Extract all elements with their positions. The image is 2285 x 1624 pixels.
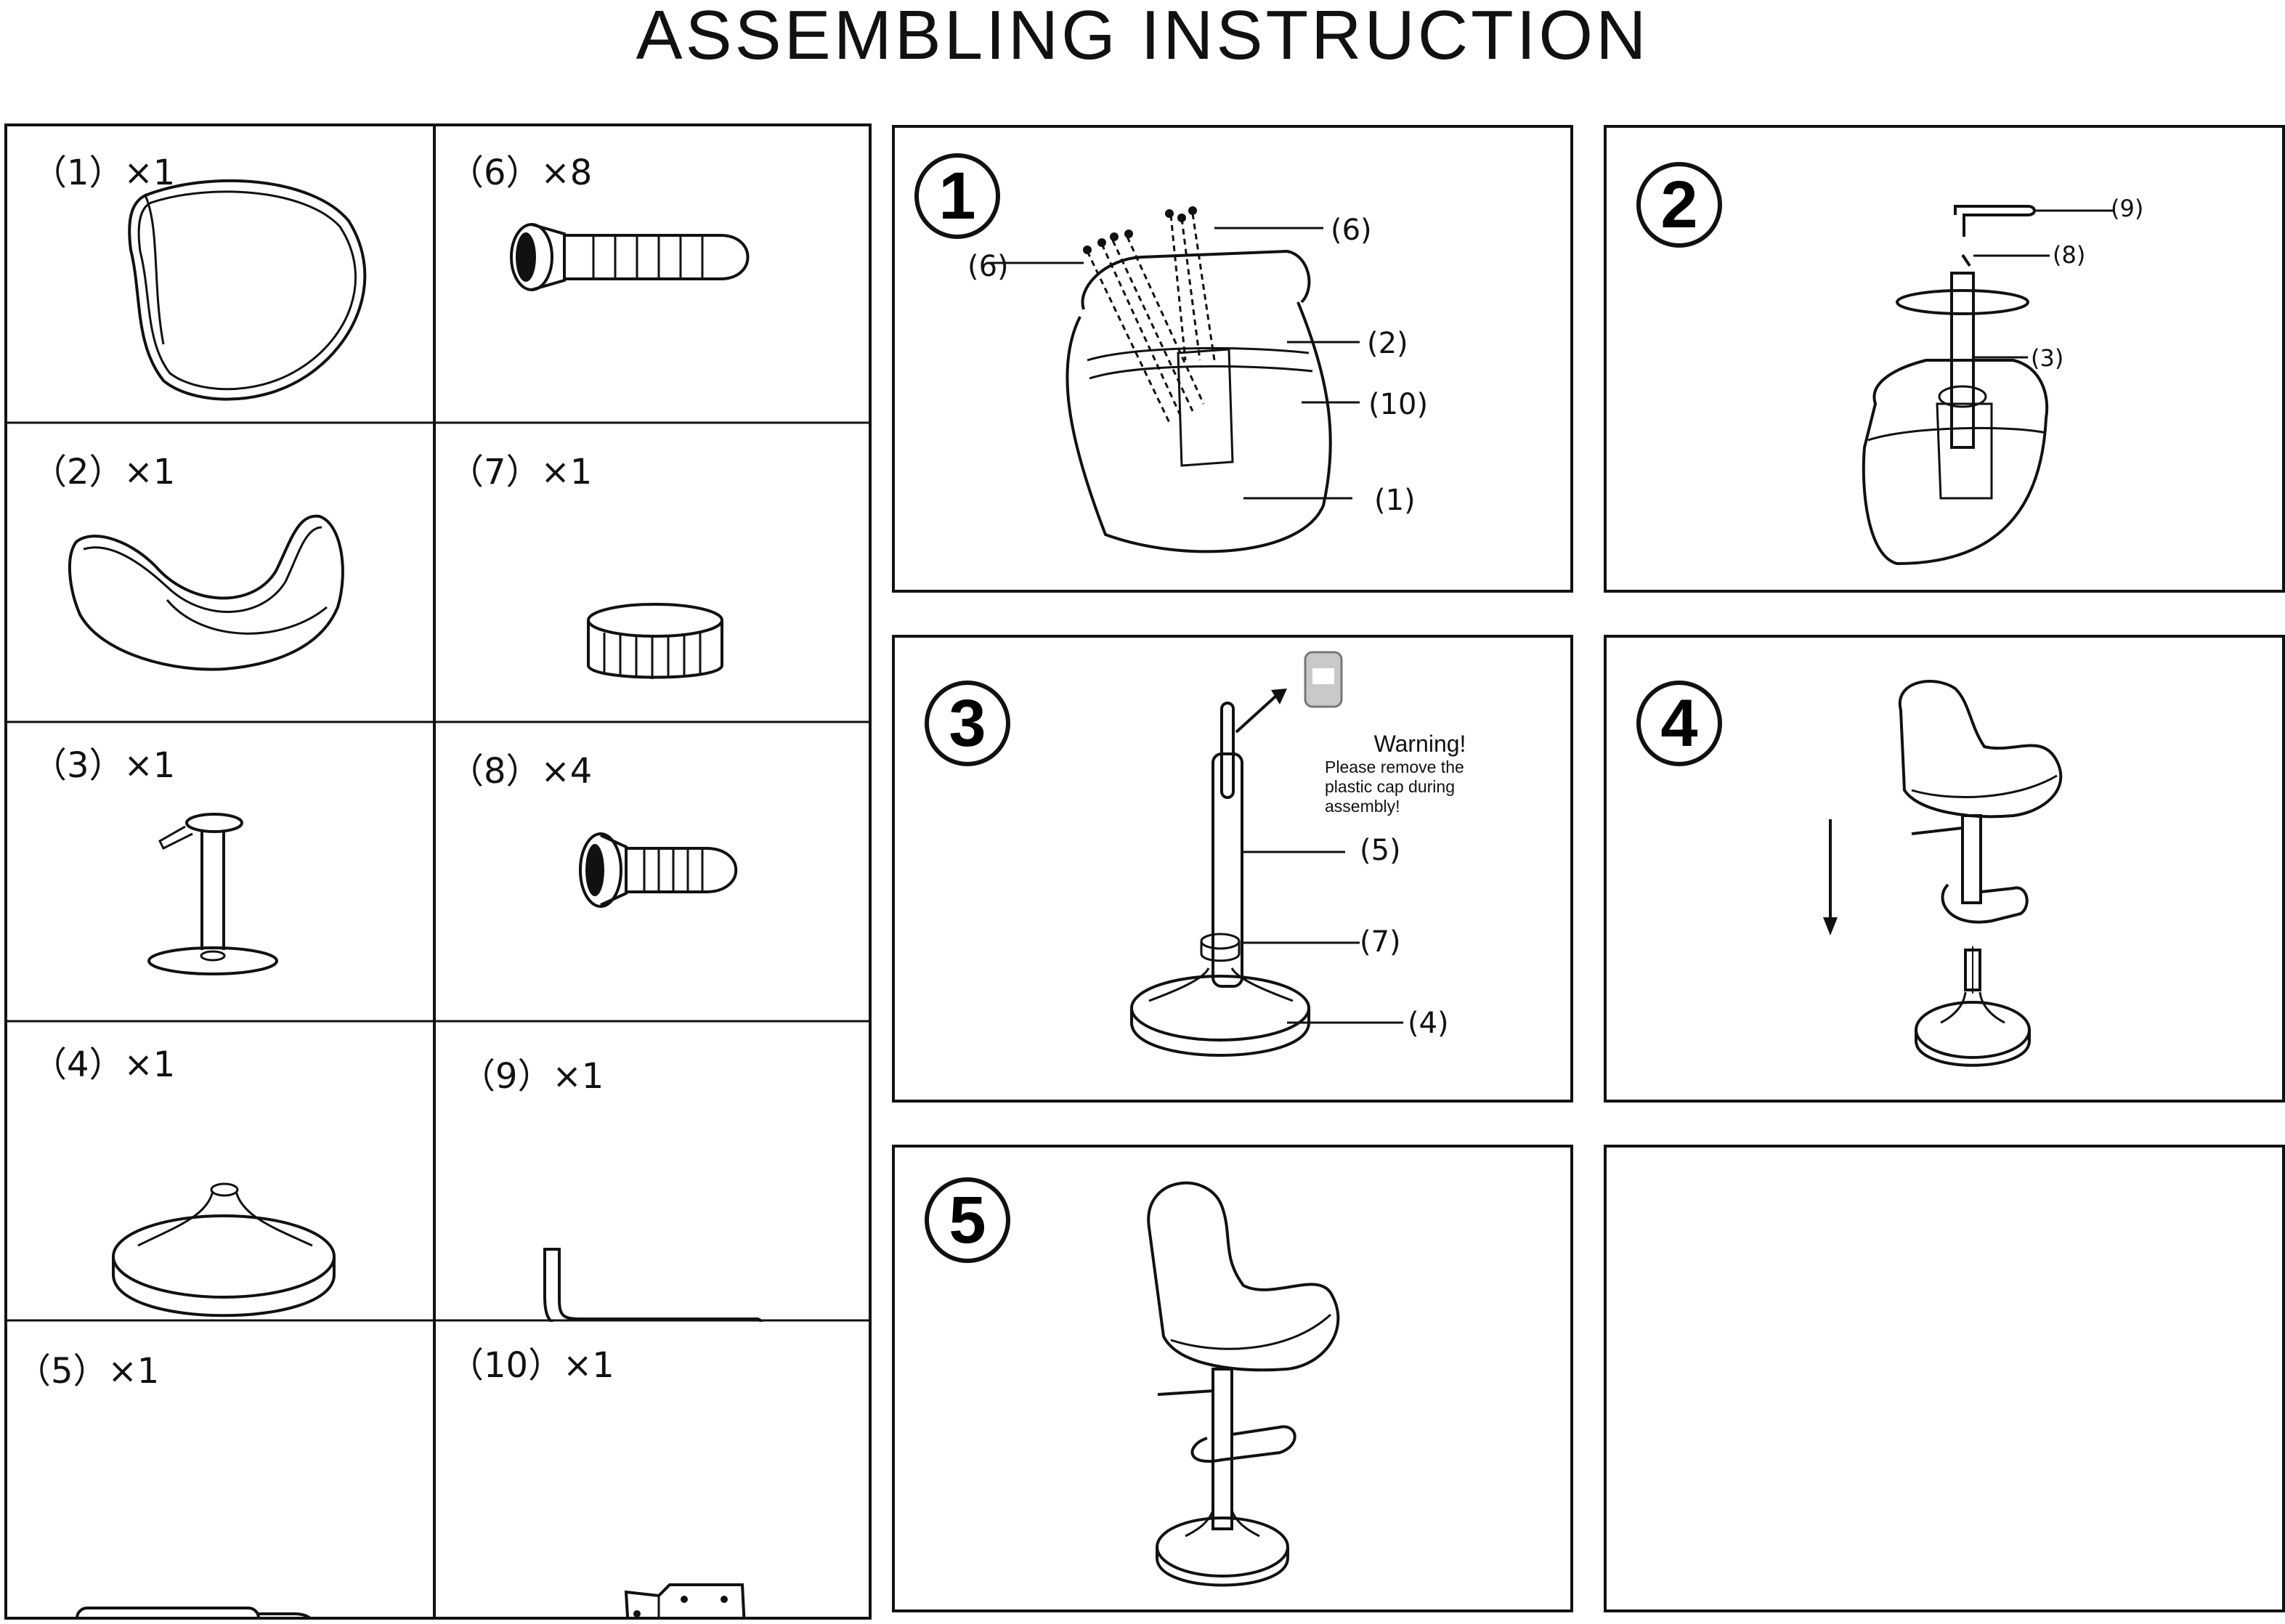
step-3-diagram: 3 (925, 651, 1403, 1057)
part-8: （8）×4 (437, 725, 872, 1023)
allen-key-icon (543, 1248, 763, 1322)
part-1: （1）×1 (7, 126, 434, 424)
plastic-cap-icon (587, 603, 723, 679)
part-5: （5）×1 (7, 1323, 434, 1620)
parts-grid-lines (4, 123, 872, 1620)
part-label: （10）×1 (449, 1345, 614, 1386)
callout-label: (4) (1408, 1007, 1449, 1040)
page-title: ASSEMBLING INSTRUCTION (636, 0, 1649, 74)
part-2: （2）×1 (7, 426, 434, 723)
step-1-panel: 1 (6) (6) (2) (10) (1) (892, 125, 1573, 593)
round-base-icon (112, 1182, 336, 1318)
part-label: （2）×1 (32, 452, 176, 492)
step-number: 2 (1660, 168, 1697, 242)
seat-shell-icon (128, 179, 367, 401)
step-4-diagram: 4 (1636, 680, 2063, 1067)
screw-short-icon (579, 832, 738, 908)
part-10: （10）×1 (437, 1323, 872, 1620)
step-4-panel: 4 (1604, 635, 2285, 1103)
seat-cushion-icon (68, 514, 344, 671)
step-3-panel: 3 Warning! Please remove the plastic cap… (892, 635, 1573, 1103)
step-number: 1 (938, 159, 975, 233)
warning-title: Warning! (1373, 731, 1466, 757)
callout-label: (10) (1368, 388, 1429, 421)
callout-label: (8) (2053, 241, 2086, 269)
callout-label: (2) (1367, 327, 1408, 360)
seat-mechanism-icon (147, 813, 278, 975)
step-1-diagram: 1 (914, 153, 1360, 553)
step-5-panel: 5 (892, 1145, 1573, 1612)
step-5-diagram: 5 (925, 1177, 1340, 1587)
step-2-diagram: 2 (1636, 162, 2115, 566)
step-2-panel: 2 (9) (8) (3) (1604, 125, 2285, 593)
part-label: （1）×1 (32, 153, 176, 193)
part-4: （4）×1 (7, 1024, 434, 1322)
part-7: （7）×1 (437, 426, 872, 723)
part-label: （9）×1 (460, 1056, 604, 1097)
step-number: 4 (1660, 686, 1697, 760)
callout-label: (6) (1331, 214, 1372, 247)
part-label: （6）×8 (449, 153, 593, 193)
part-label: （8）×4 (449, 751, 593, 792)
callout-label: (9) (2111, 195, 2144, 222)
empty-panel (1604, 1145, 2285, 1612)
screw-long-icon (510, 223, 750, 291)
callout-label: (5) (1360, 834, 1401, 867)
part-label: （7）×1 (449, 452, 593, 492)
warning-line: assembly! (1325, 797, 1400, 816)
callout-label: (1) (1374, 484, 1416, 517)
metal-bracket-icon (624, 1583, 746, 1620)
step-number: 5 (949, 1183, 986, 1257)
callout-label: (7) (1360, 925, 1401, 959)
callout-label: (3) (2031, 344, 2064, 372)
part-label: （3）×1 (32, 745, 176, 786)
step-number: 3 (949, 686, 986, 760)
part-3: （3）×1 (7, 725, 434, 1023)
part-label: （4）×1 (32, 1044, 176, 1085)
warning-line: plastic cap during (1325, 777, 1455, 796)
callout-label: (6) (967, 250, 1009, 283)
warning-note: Warning! Please remove the plastic cap d… (1325, 731, 1515, 816)
part-6: （6）×8 (437, 126, 872, 424)
gas-cylinder-icon (76, 1607, 314, 1620)
warning-line: Please remove the (1325, 758, 1464, 776)
part-9: （9）×1 (437, 1024, 872, 1322)
part-label: （5）×1 (16, 1351, 160, 1392)
parts-list: （1）×1 （6）×8 （2）×1 （7）×1 (4, 123, 872, 1620)
